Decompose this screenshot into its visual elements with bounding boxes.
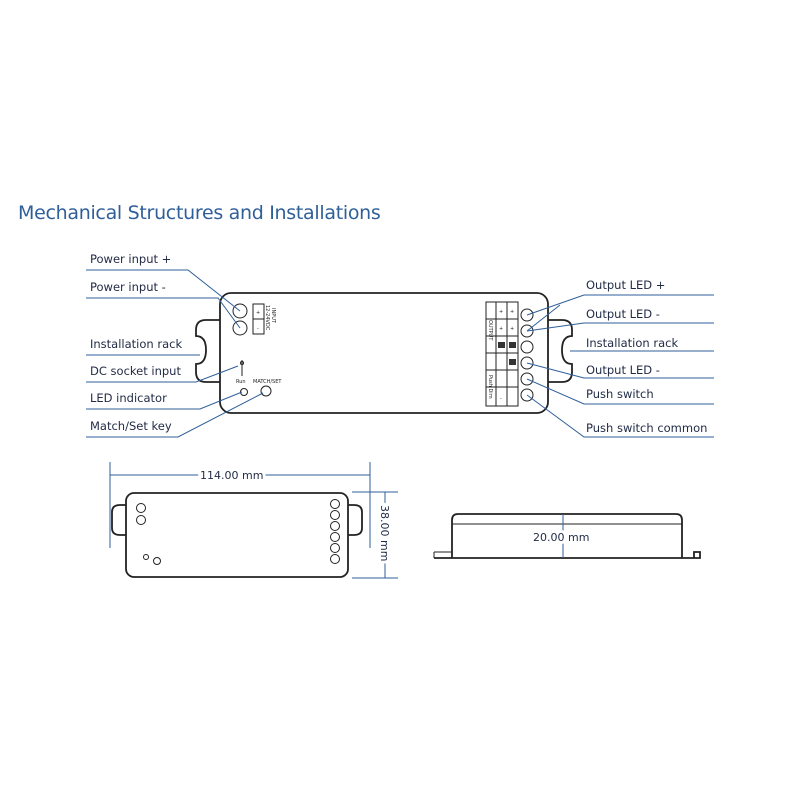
- label-led-indicator: LED indicator: [90, 391, 167, 405]
- output-label: OUTPUT: [487, 320, 493, 341]
- output-terminal-3: [520, 340, 534, 354]
- input-minus-mark: -: [257, 326, 259, 332]
- label-output-led-minus-1: Output LED -: [586, 307, 660, 321]
- label-output-led-minus-2: Output LED -: [586, 363, 660, 377]
- out-plus-mark-1: +: [499, 309, 503, 315]
- power-input-minus-terminal: [232, 320, 248, 336]
- label-match-set-key: Match/Set key: [90, 419, 172, 433]
- label-installation-rack-right: Installation rack: [586, 336, 678, 350]
- installation-rack-left: [195, 319, 223, 383]
- match-set-key: [260, 385, 272, 397]
- out-plus-mark-4: +: [510, 326, 514, 332]
- input-label: INPUT: [270, 308, 276, 324]
- label-power-input-plus: Power input +: [90, 252, 171, 266]
- side-body: [451, 513, 683, 558]
- plan-view: 114.00 mm 38.00 mm: [109, 462, 398, 579]
- output-terminal-6: [520, 388, 534, 402]
- right-leaders: [526, 294, 714, 438]
- left-labels: Power input + Power input - Installation…: [90, 252, 182, 433]
- output-terminal-5: [520, 372, 534, 386]
- length-dimension: 114.00 mm: [200, 469, 263, 482]
- page-title: Mechanical Structures and Installations: [18, 202, 381, 224]
- output-terminal-1: [520, 308, 534, 322]
- installation-rack-right: [545, 319, 573, 383]
- power-input-plus-terminal: [232, 303, 248, 319]
- label-output-led-plus: Output LED +: [586, 278, 665, 292]
- label-push-switch-common: Push switch common: [586, 421, 707, 435]
- plan-body: [125, 492, 349, 578]
- out-minus-mark: -: [500, 396, 502, 402]
- controller-top-view: + - INPUT 12-24VDC Run MATCH/SET OUTPUT …: [195, 292, 573, 414]
- width-dimension: 38.00 mm: [378, 505, 391, 561]
- left-leaders: [86, 269, 264, 438]
- output-terminal-2: [520, 324, 534, 338]
- label-power-input-minus: Power input -: [90, 280, 166, 294]
- height-dimension: 20.00 mm: [533, 531, 589, 544]
- output-terminal-block: [485, 301, 519, 407]
- led-indicator: [240, 388, 248, 396]
- label-dc-socket-input: DC socket input: [90, 364, 181, 378]
- side-view: 20.00 mm: [433, 513, 701, 559]
- input-voltage-label: 12-24VDC: [264, 305, 270, 331]
- controller-body: [219, 292, 549, 414]
- out-plus-mark-2: +: [510, 309, 514, 315]
- label-installation-rack-left: Installation rack: [90, 337, 182, 351]
- push-dim-label: Push Dim: [487, 375, 493, 399]
- match-set-label: MATCH/SET: [253, 379, 282, 385]
- run-label: Run: [236, 379, 246, 385]
- out-plus-mark-3: +: [499, 326, 503, 332]
- right-labels: Output LED + Output LED - Installation r…: [586, 278, 707, 435]
- output-terminal-4: [520, 356, 534, 370]
- label-push-switch: Push switch: [586, 387, 654, 401]
- input-plus-mark: +: [256, 310, 260, 316]
